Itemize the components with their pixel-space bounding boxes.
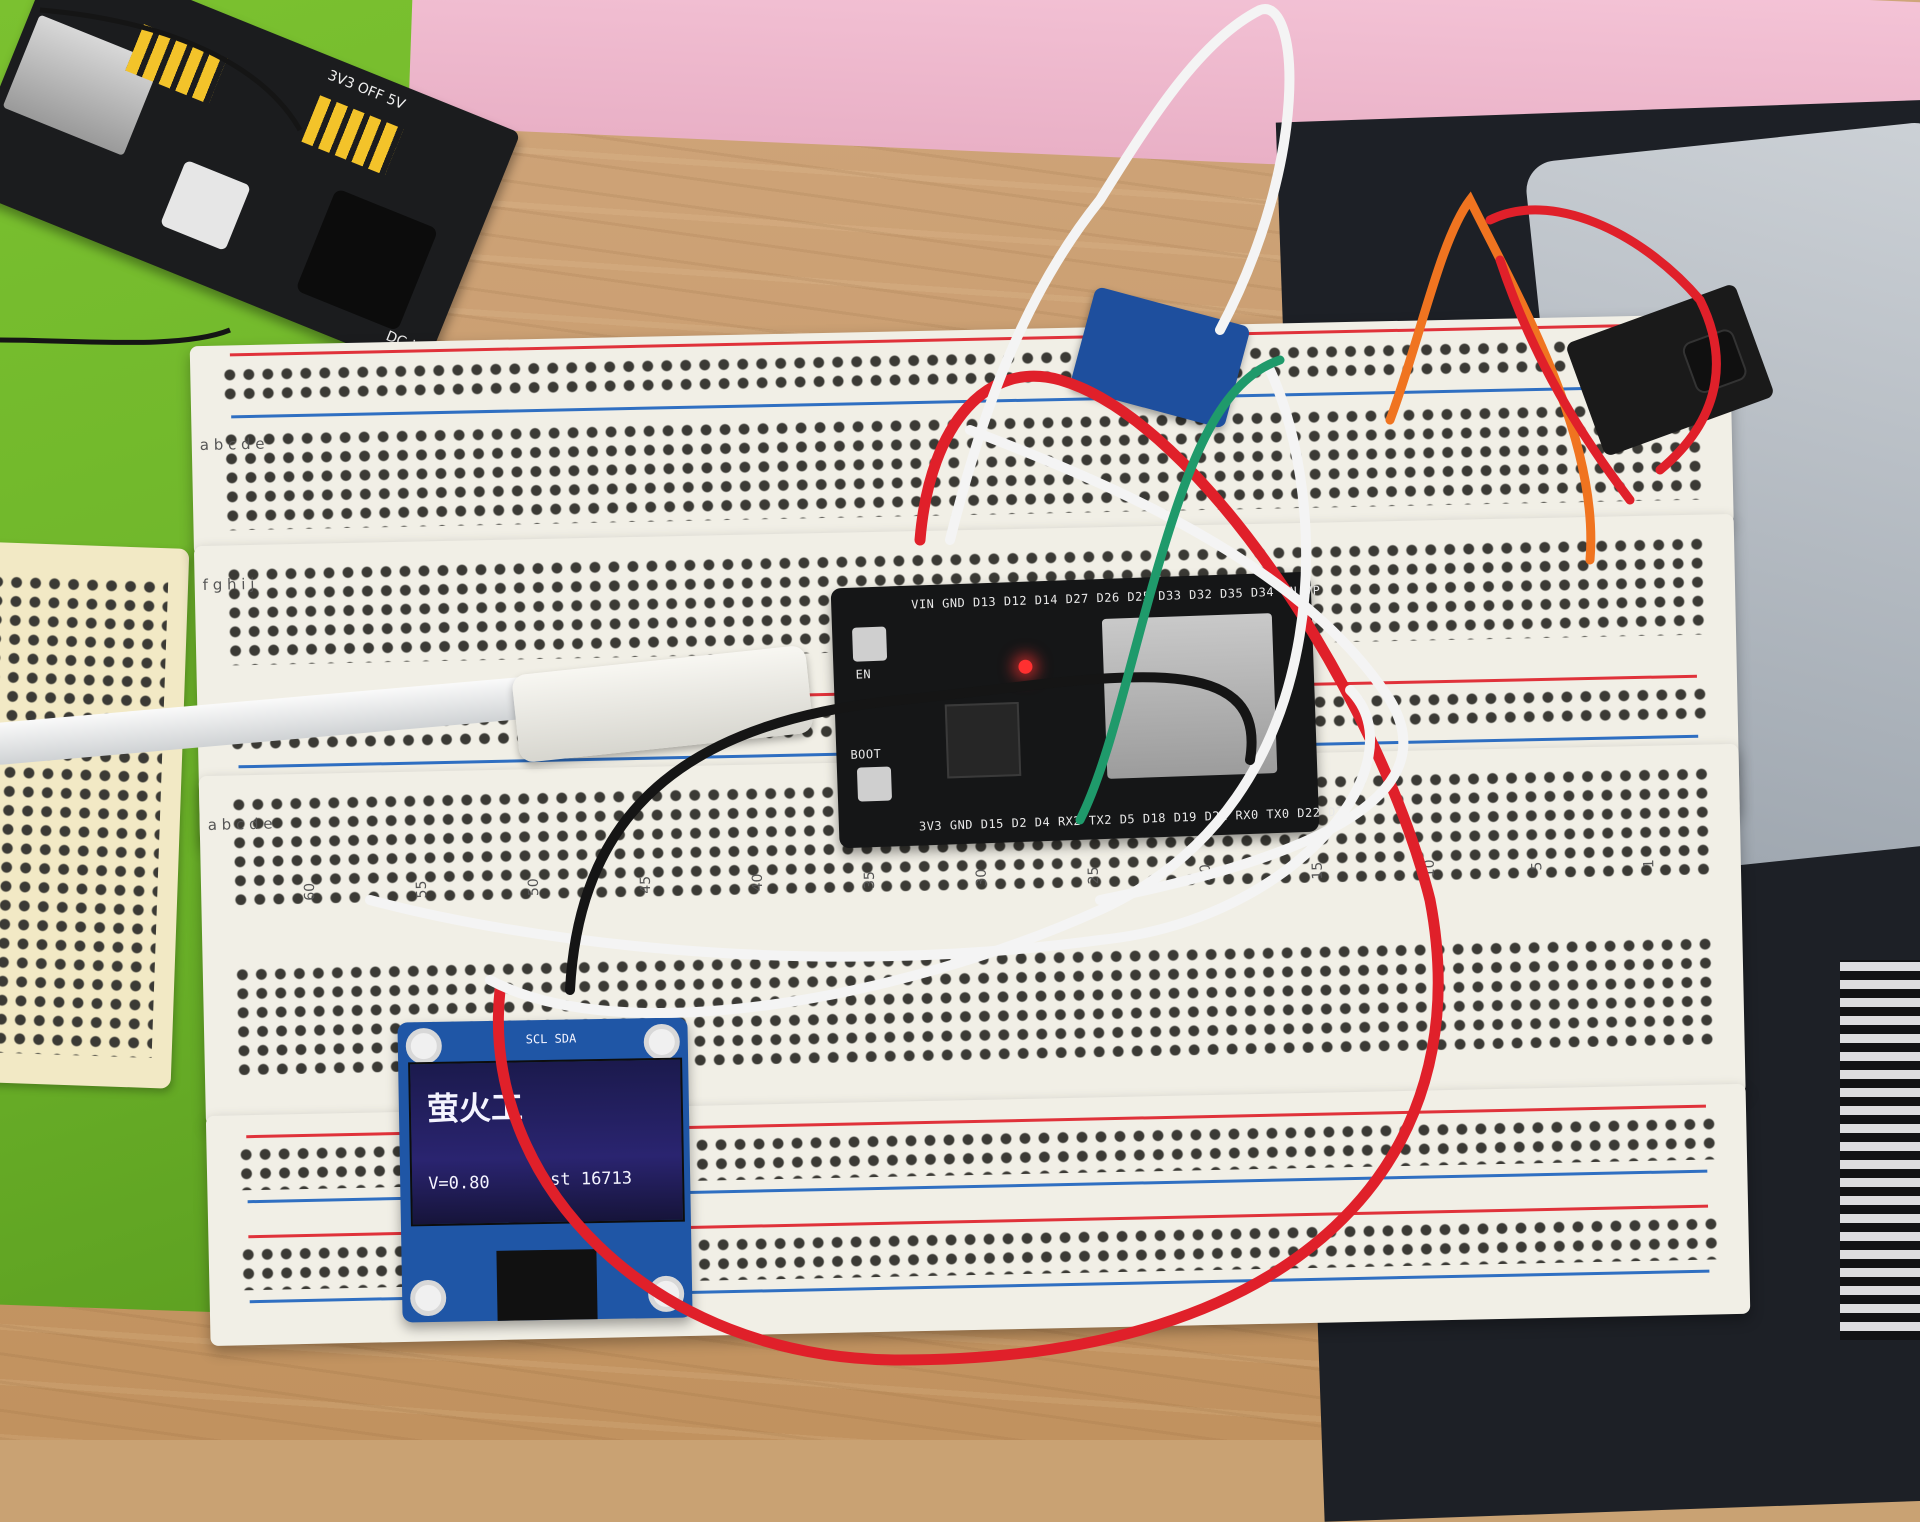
power-led — [1018, 659, 1033, 674]
holes-rail — [220, 334, 1701, 406]
oled-screen: 萤火工 V=0.80 st 16713 — [408, 1057, 685, 1227]
mini-breadboard-holes — [0, 572, 169, 1058]
column-number: 50 — [525, 878, 543, 897]
column-number: 10 — [1421, 859, 1439, 878]
column-number: 35 — [861, 871, 879, 890]
column-number: 40 — [749, 873, 767, 892]
en-button — [851, 626, 888, 662]
mount-hole — [409, 1279, 447, 1317]
boot-button — [856, 766, 893, 802]
usb-uart-chip — [944, 701, 1022, 779]
pin-labels-bottom: 3V3 GND D15 D2 D4 RX2 TX2 D5 D18 D19 D21… — [918, 804, 1352, 834]
column-number: 45 — [637, 875, 655, 894]
column-number: 30 — [973, 868, 991, 887]
esp32-wroom-module — [1101, 613, 1278, 779]
column-number: 55 — [413, 880, 431, 899]
oled-voltage-text: V=0.80 — [428, 1172, 490, 1195]
qr-code — [1840, 960, 1920, 1340]
column-number: 1 — [1641, 859, 1658, 869]
column-number: 15 — [1309, 861, 1327, 880]
oled-ribbon — [496, 1249, 598, 1321]
column-number: 5 — [1529, 861, 1546, 871]
usb-port — [2, 14, 161, 156]
holes-abcde — [221, 399, 1704, 531]
mount-hole — [405, 1027, 443, 1065]
dc-jack — [295, 188, 439, 332]
column-number: 20 — [1197, 863, 1215, 883]
power-switch — [159, 159, 252, 251]
row-letters-bottom: f g h i j — [202, 574, 255, 595]
row-letters-top: a b c d e — [199, 434, 265, 455]
column-number: 25 — [1085, 866, 1103, 885]
mini-breadboard — [0, 541, 190, 1089]
column-number: 60 — [301, 882, 319, 901]
mount-hole — [643, 1023, 681, 1061]
oled-title-text: 萤火工 — [426, 1088, 524, 1129]
row-letters-top: a b c d e — [207, 814, 273, 834]
oled-display-module: SCL SDA 萤火工 V=0.80 st 16713 — [397, 1017, 693, 1323]
boot-label: BOOT — [850, 746, 882, 762]
pin-labels-top: VIN GND D13 D12 D14 D27 D26 D25 D33 D32 … — [910, 583, 1321, 612]
ir-receiver-dome — [1680, 326, 1750, 396]
en-label: EN — [855, 667, 872, 682]
oled-status-text: st 16713 — [549, 1168, 633, 1190]
mount-hole — [647, 1275, 685, 1313]
esp32-devkit: VIN GND D13 D12 D14 D27 D26 D25 D33 D32 … — [830, 571, 1352, 849]
oled-pin-labels: SCL SDA — [525, 1031, 577, 1047]
